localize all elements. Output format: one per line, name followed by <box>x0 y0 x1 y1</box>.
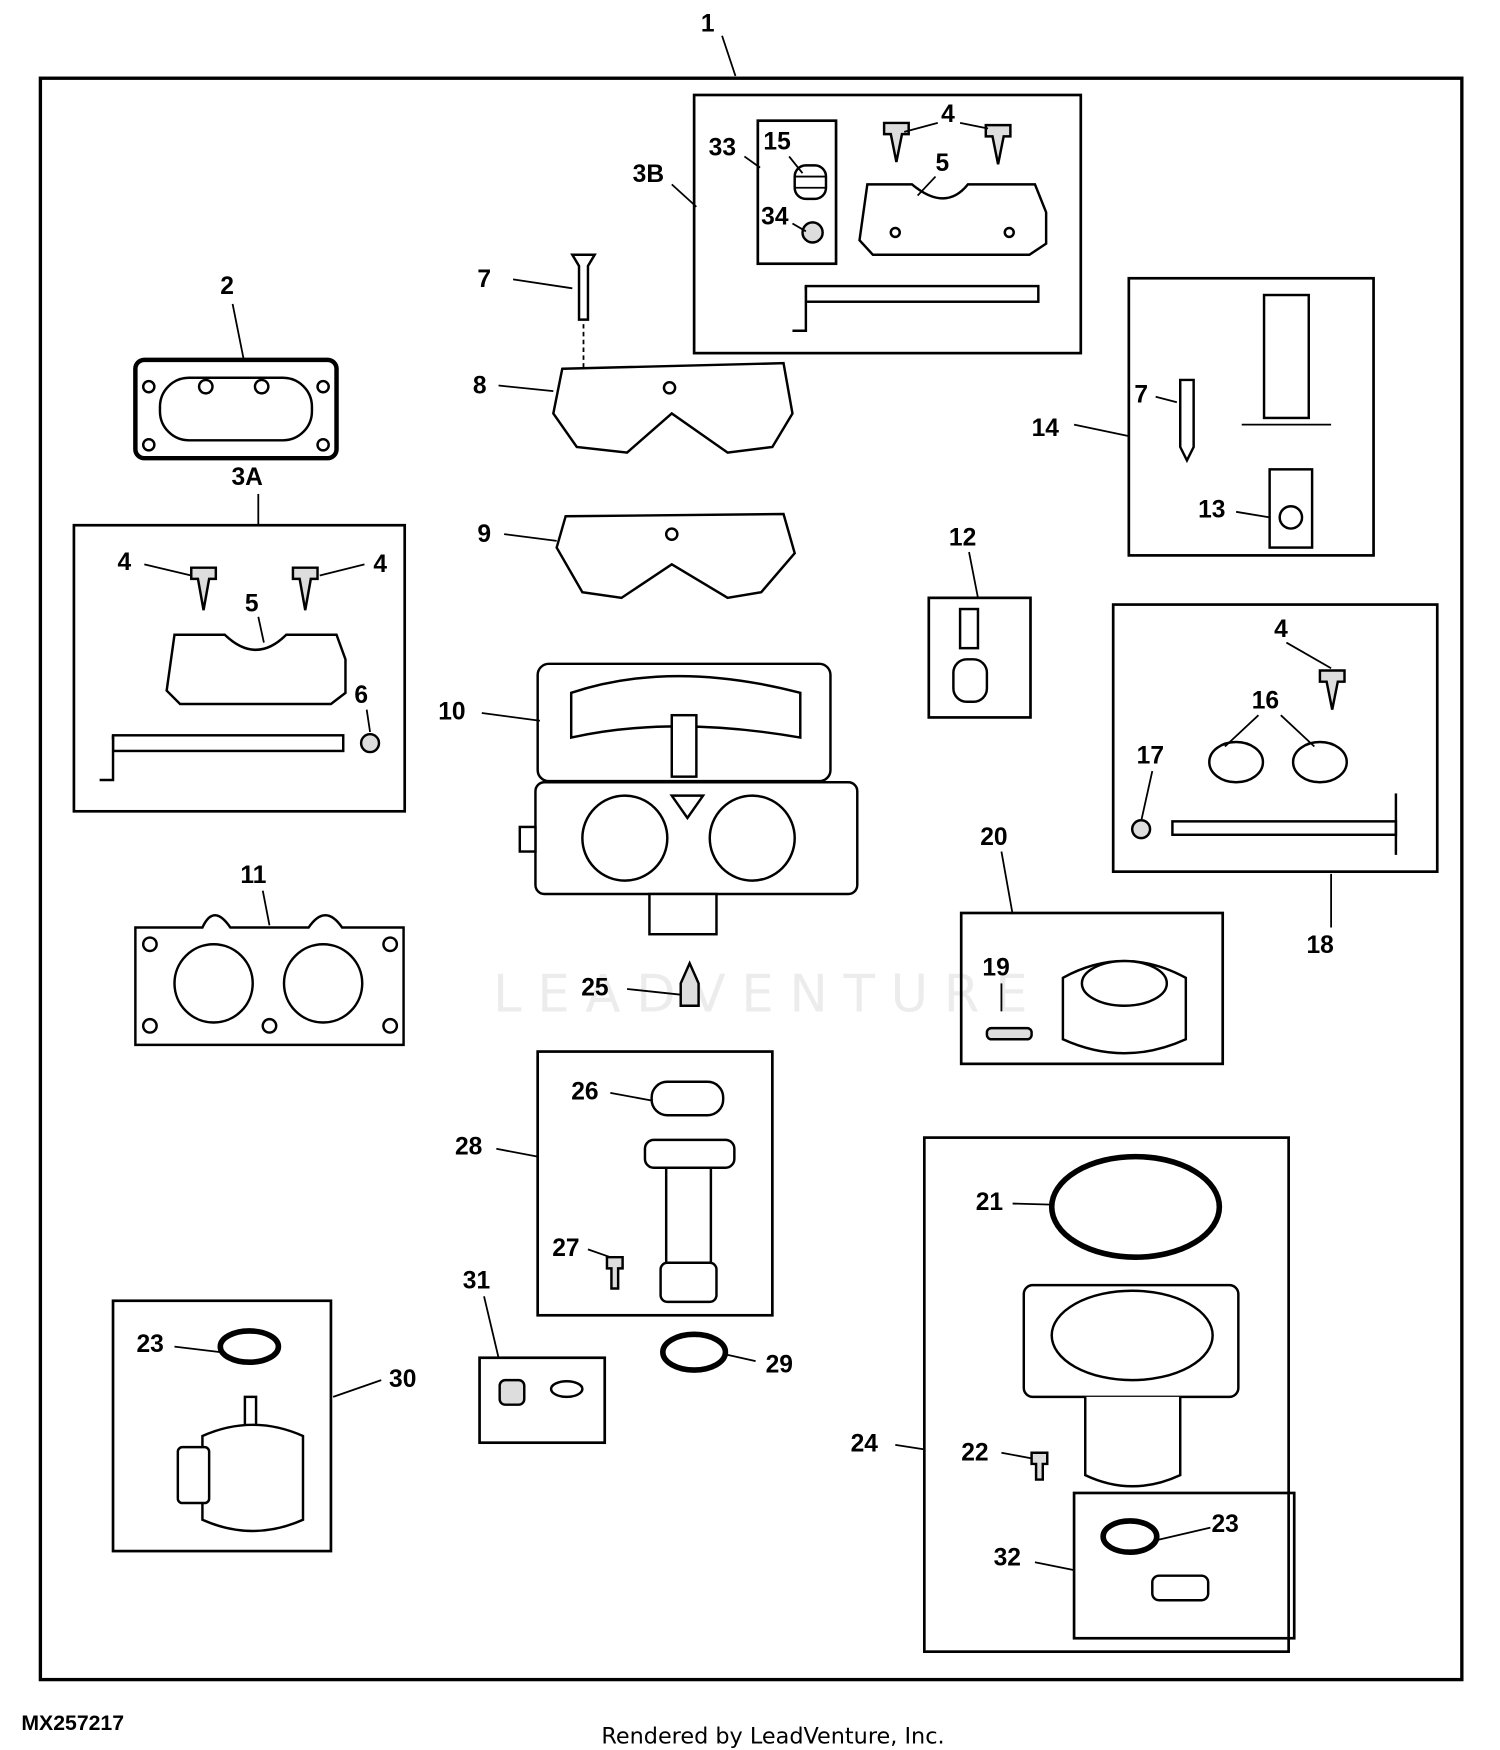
part-spring-15 <box>793 164 828 201</box>
callout-26: 26 <box>571 1079 598 1106</box>
part-kit-20 <box>985 959 1188 1055</box>
callout-2: 2 <box>220 273 234 300</box>
part-screws-4-3b <box>882 121 1012 165</box>
assembly-frame-1 <box>38 76 1464 1682</box>
callout-32: 32 <box>994 1545 1021 1572</box>
kit-box-20 <box>959 911 1225 1066</box>
callout-17: 17 <box>1137 742 1164 769</box>
callout-3a: 3A <box>231 464 263 491</box>
callout-9: 9 <box>477 521 491 548</box>
callout-10: 10 <box>438 699 465 726</box>
part-plate-5-3b <box>858 183 1048 257</box>
kit-box-12 <box>927 596 1032 719</box>
callout-24: 24 <box>851 1431 879 1458</box>
part-kit-3a <box>99 566 381 782</box>
callout-6: 6 <box>354 682 368 709</box>
callout-7: 7 <box>477 266 491 293</box>
watermark: LEADVENTURE <box>493 964 1043 1024</box>
callout-16: 16 <box>1252 687 1279 714</box>
callout-4: 4 <box>941 101 955 128</box>
leader-lines <box>144 35 1332 1571</box>
part-jet-25 <box>679 960 700 1007</box>
part-kit-18 <box>1130 669 1398 855</box>
kit-box-14 <box>1127 276 1375 557</box>
callout-21: 21 <box>976 1189 1003 1216</box>
part-gasket-9 <box>555 512 797 600</box>
callout-15: 15 <box>763 129 790 156</box>
part-washer-34 <box>801 221 824 244</box>
kit-box-24 <box>922 1136 1290 1654</box>
callout-23-kit30: 23 <box>136 1331 163 1358</box>
callout-4-kit18: 4 <box>1274 616 1288 643</box>
callout-18: 18 <box>1307 932 1334 959</box>
callout-5: 5 <box>936 150 950 177</box>
part-shaft-3b <box>792 284 1040 333</box>
kit-box-28 <box>536 1050 774 1317</box>
callout-25: 25 <box>581 975 608 1002</box>
part-gasket-2 <box>133 357 339 461</box>
part-gasket-11 <box>134 914 405 1047</box>
part-carburetor-10 <box>518 662 859 936</box>
part-plate-8 <box>552 361 794 454</box>
part-kit-31 <box>498 1378 584 1406</box>
callout-23-kit32: 23 <box>1212 1511 1239 1538</box>
callout-28: 28 <box>455 1133 482 1160</box>
kit-box-3b <box>692 93 1083 355</box>
part-kit-24 <box>1022 1153 1240 1602</box>
part-kit-14 <box>1179 293 1332 549</box>
callout-3b: 3B <box>633 161 664 188</box>
callout-5-3a: 5 <box>245 590 259 617</box>
callout-27: 27 <box>552 1235 579 1262</box>
footer-credit: Rendered by LeadVenture, Inc. <box>601 1723 944 1749</box>
callout-7-kit14: 7 <box>1134 381 1148 408</box>
part-screw-7 <box>570 253 597 369</box>
kit-box-3a <box>72 523 407 813</box>
kit-box-33 <box>756 119 838 266</box>
callout-labels: 1 2 3A 3B 33 15 34 4 5 7 8 9 10 11 12 14… <box>117 10 1333 1571</box>
callout-30: 30 <box>389 1366 416 1393</box>
figure-code: MX257217 <box>21 1712 124 1735</box>
kit-box-18 <box>1111 603 1439 873</box>
callout-29: 29 <box>766 1351 793 1378</box>
kit-box-32 <box>1072 1491 1296 1640</box>
callout-20: 20 <box>980 824 1007 851</box>
callout-31: 31 <box>463 1267 490 1294</box>
callout-8: 8 <box>473 372 487 399</box>
callout-34: 34 <box>761 204 789 231</box>
part-kit-12 <box>952 607 989 704</box>
part-seal-29 <box>660 1331 729 1373</box>
callout-14: 14 <box>1032 415 1060 442</box>
callout-13: 13 <box>1198 496 1225 523</box>
callout-11: 11 <box>240 862 266 889</box>
callout-12: 12 <box>949 524 976 551</box>
kit-box-31 <box>478 1356 607 1445</box>
callout-1: 1 <box>701 10 715 37</box>
kit-box-30 <box>111 1299 333 1553</box>
callout-4-3a-left: 4 <box>117 549 131 576</box>
part-kit-28 <box>605 1080 736 1304</box>
callout-19: 19 <box>982 955 1009 982</box>
part-kit-30 <box>176 1328 305 1533</box>
callout-4-3a-right: 4 <box>373 551 387 578</box>
callout-22: 22 <box>961 1440 988 1467</box>
callout-33: 33 <box>709 134 736 161</box>
